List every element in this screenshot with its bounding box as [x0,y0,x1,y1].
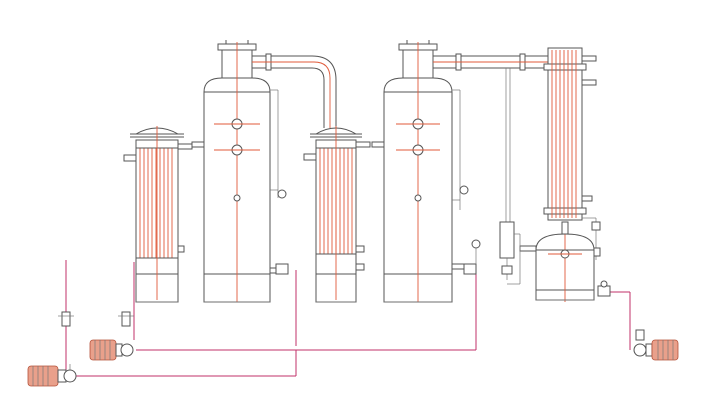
vapor-pipe-2 [433,53,548,222]
condenser-tubes [551,50,577,218]
pump-2 [89,339,134,361]
base-lines [136,299,594,303]
feed-line [65,260,631,377]
heater-1 [123,126,193,303]
evaporator-2 [371,40,469,303]
heater-2 [303,126,371,303]
pump-3 [633,339,679,361]
condenser [543,47,601,260]
pump-1 [27,364,77,387]
valves [58,239,645,341]
evaporator-1 [191,40,287,303]
receiver-tank [519,221,595,302]
heater-1-tubes [139,148,173,258]
level-gauge [499,221,521,285]
vapor-pipe-1 [252,53,337,128]
